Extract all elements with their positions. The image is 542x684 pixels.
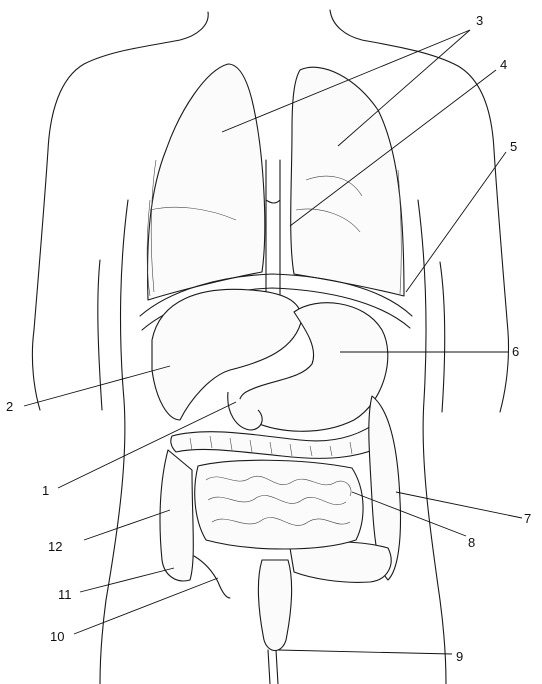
label-1: 1 — [42, 484, 49, 497]
left-arm-inner — [98, 260, 102, 410]
esophagus — [266, 160, 280, 300]
label-5: 5 — [510, 140, 517, 153]
ascending-colon — [160, 450, 193, 581]
right-arm-inner — [440, 262, 445, 412]
label-4: 4 — [500, 58, 507, 71]
label-12: 12 — [48, 540, 62, 553]
leader-12 — [84, 510, 170, 540]
label-2: 2 — [6, 400, 13, 413]
label-7: 7 — [524, 512, 531, 525]
navel-lines — [268, 650, 278, 684]
leader-11 — [80, 568, 174, 592]
leader-10 — [74, 578, 218, 634]
label-9: 9 — [456, 650, 463, 663]
left-flank — [100, 200, 128, 684]
leader-8 — [352, 492, 466, 536]
rectum — [258, 560, 291, 651]
appendix — [194, 556, 230, 598]
label-3: 3 — [476, 14, 483, 27]
leader-9 — [278, 650, 452, 654]
label-8: 8 — [468, 536, 475, 549]
label-11: 11 — [58, 588, 72, 601]
label-10: 10 — [50, 630, 64, 643]
leader-7 — [396, 492, 522, 518]
left-lung — [148, 64, 265, 300]
leader-2 — [24, 366, 170, 406]
label-6: 6 — [512, 345, 519, 358]
